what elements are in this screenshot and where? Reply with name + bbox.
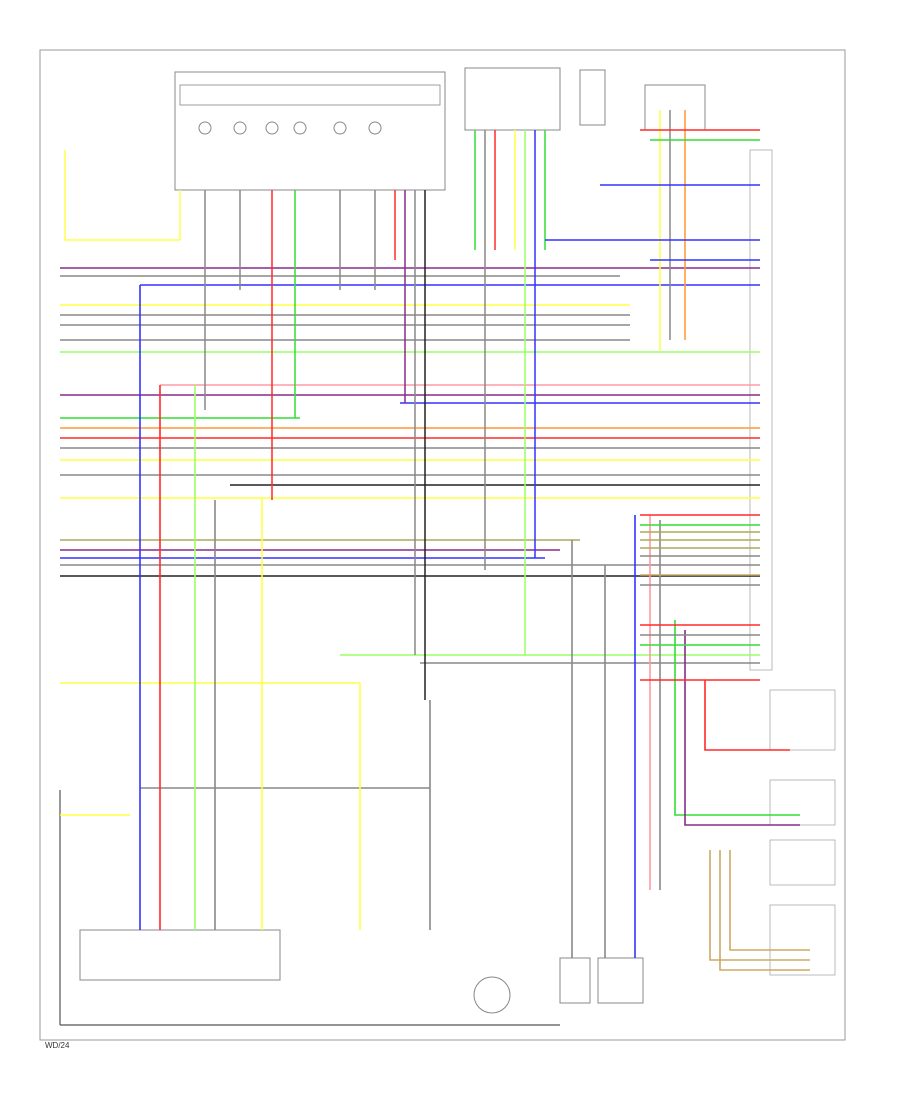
bottom-sensor-2 [597,957,644,1004]
switch-assembly-box [464,67,561,131]
sensor-wire [684,630,800,826]
right-component-1 [769,689,836,751]
right-component-4 [769,904,836,976]
diagram-frame [39,49,846,1041]
sensor-top-box [579,69,606,126]
top-right-connector [644,84,706,131]
control-unit-terminals [198,121,382,135]
right-component-2 [769,779,836,826]
sensor-wire [709,850,810,961]
top-left-feed [64,150,180,241]
control-unit-box [174,71,446,191]
sensor-wire [729,850,810,951]
bottom-left-module [79,929,281,981]
right-component-3 [769,839,836,886]
footer-code: WD/24 [45,1041,70,1050]
sensor-wire [704,680,790,751]
bottom-circular-sensor [473,976,511,1014]
sensor-wire [674,620,800,816]
wires [60,110,810,971]
control-unit-header [179,84,441,106]
bottom-sensor-1 [559,957,591,1004]
sensor-wire [719,850,810,971]
main-connector-column [749,149,773,671]
